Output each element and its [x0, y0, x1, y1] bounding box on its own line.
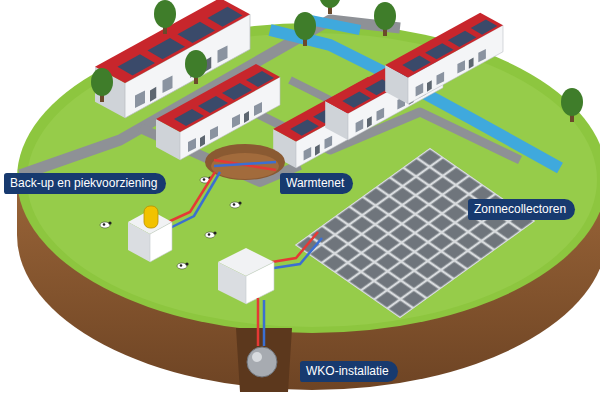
heat-network-pit-floor — [211, 153, 279, 179]
return-pipe — [170, 172, 220, 228]
supply-pipe — [257, 298, 260, 346]
cow — [205, 231, 217, 238]
tree — [154, 0, 176, 34]
tree — [91, 68, 113, 102]
house-row — [385, 13, 503, 104]
supply-pipe — [272, 232, 318, 262]
tree — [319, 0, 341, 14]
wko-building-side — [218, 262, 246, 304]
label-text: Back-up en piekvoorziening — [10, 176, 157, 191]
supply-pipe — [214, 160, 276, 170]
supply-pipe — [168, 172, 215, 222]
label-text: Warmtenet — [286, 176, 344, 191]
cow — [100, 221, 112, 228]
heat-network-pit — [205, 144, 285, 180]
tree — [374, 2, 396, 36]
callout-label: WKO-installatie — [300, 361, 398, 382]
tree — [294, 12, 316, 46]
tree — [561, 88, 583, 122]
callout-label: Back-up en piekvoorziening — [4, 173, 166, 194]
return-pipe — [214, 162, 276, 166]
wko-building-front — [246, 262, 274, 304]
callout-label: Warmtenet — [280, 173, 353, 194]
cow — [230, 201, 242, 208]
tree — [185, 50, 207, 84]
return-pipe — [274, 238, 322, 268]
label-text: WKO-installatie — [306, 364, 389, 379]
backup-building-side — [128, 222, 150, 262]
boiler-tank — [144, 206, 158, 228]
storage-sphere-highlight — [252, 352, 262, 362]
label-text: Zonnecollectoren — [474, 202, 566, 217]
callout-label: Zonnecollectoren — [468, 199, 575, 220]
return-pipe — [263, 300, 266, 346]
storage-sphere — [247, 347, 277, 377]
cow — [177, 262, 189, 269]
